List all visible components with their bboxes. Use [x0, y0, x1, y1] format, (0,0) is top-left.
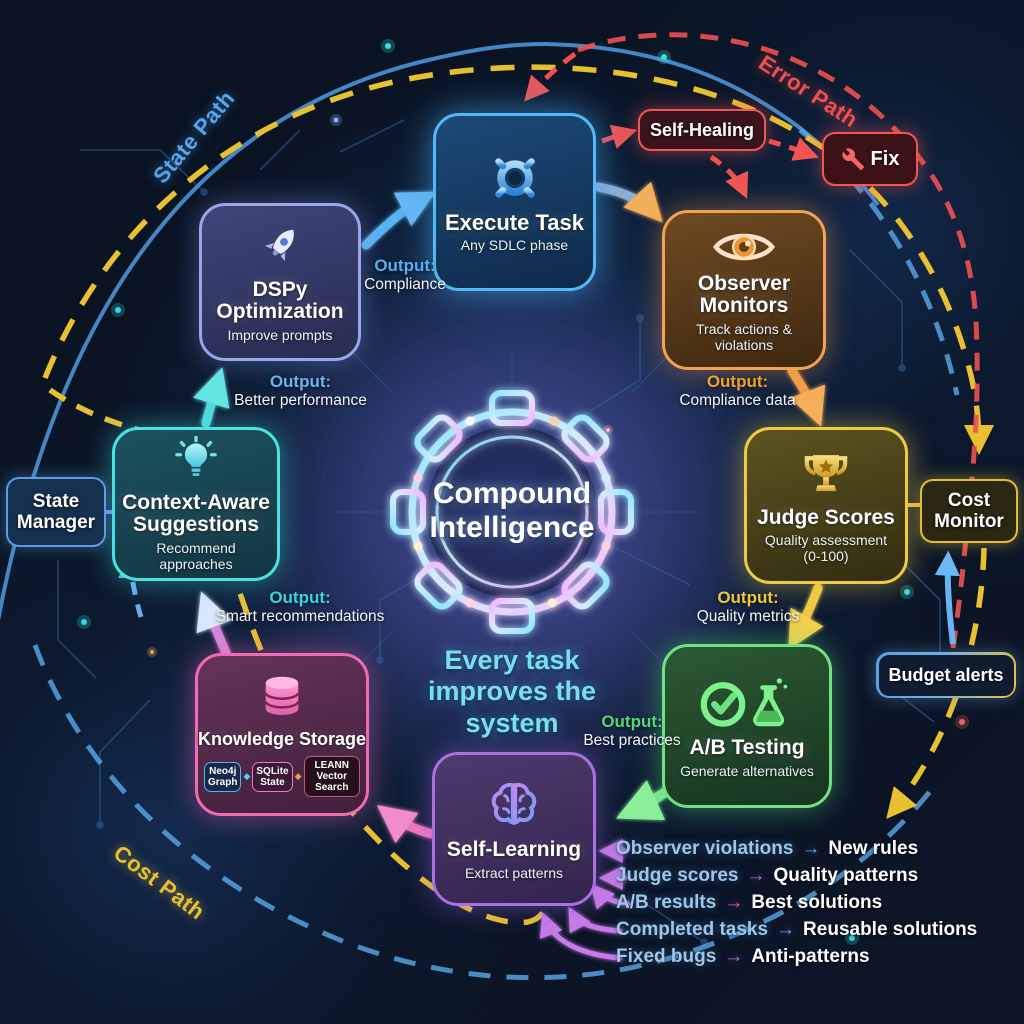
output-better-performance: Output: Better performance — [234, 372, 367, 410]
node-context-aware-suggestions: Context-Aware Suggestions Recommend appr… — [112, 427, 280, 581]
arrow-context-to-dspy — [193, 367, 230, 428]
node-title: A/B Testing — [689, 736, 805, 760]
output-compliance-data: Output: Compliance data — [679, 372, 796, 410]
list-item: A/B results→Best solutions — [616, 892, 883, 913]
node-execute-task: Execute Task Any SDLC phase — [433, 113, 596, 291]
lightbulb-icon — [171, 435, 221, 486]
arrow-execute-to-observer — [593, 181, 663, 223]
cost-monitor-badge: Cost Monitor — [920, 479, 1018, 543]
right-arrow-icon: → — [724, 892, 744, 913]
node-subtitle: Improve prompts — [227, 327, 333, 344]
list-item: Observer violations→New rules — [616, 838, 919, 859]
node-subtitle: Generate alternatives — [680, 762, 814, 779]
node-observer-monitors: Observer Monitors Track actions & violat… — [662, 210, 826, 370]
center-title: Compound Intelligence — [429, 477, 595, 544]
arrow-observer-to-judge — [787, 366, 826, 427]
error-path-arc — [577, 32, 980, 649]
node-dspy-optimization: DSPy Optimization Improve prompts — [199, 203, 361, 361]
storage-chips: Neo4j Graph ◆ SQLite State ◆ LEANN Vecto… — [204, 756, 360, 798]
eye-icon — [713, 227, 775, 267]
right-arrow-icon: → — [746, 865, 766, 886]
list-item: Judge scores→Quality patterns — [616, 865, 919, 886]
node-subtitle-range: (0-100) — [803, 548, 849, 565]
state-manager-badge: State Manager — [6, 477, 106, 547]
output-smart-recommendations: Output: Smart recommendations — [215, 588, 385, 626]
node-title: Execute Task — [444, 209, 584, 235]
rocket-icon — [254, 221, 306, 273]
check-flask-icon — [699, 673, 795, 731]
circuit-traces — [57, 119, 941, 946]
gear-lights — [413, 416, 611, 608]
center-tagline: Every task improves the system — [427, 645, 597, 738]
node-title: Observer Monitors — [697, 271, 791, 318]
right-arrow-icon: → — [724, 946, 744, 967]
arrow-knowledge-to-context — [196, 591, 232, 658]
node-title: Judge Scores — [757, 505, 895, 529]
wrench-icon — [841, 147, 865, 171]
node-title: Knowledge Storage — [197, 728, 367, 749]
gear-icon — [390, 390, 634, 634]
node-judge-scores: Judge Scores Quality assessment (0-100) — [744, 427, 908, 584]
orbit-arcs — [0, 32, 995, 981]
state-path-arc — [0, 41, 880, 622]
output-quality-metrics: Output: Quality metrics — [696, 588, 800, 626]
brain-icon — [486, 777, 542, 833]
node-self-learning: Self-Learning Extract patterns — [432, 752, 596, 906]
node-title: Self-Learning — [446, 838, 582, 862]
node-subtitle: Any SDLC phase — [460, 237, 569, 254]
right-arrow-icon: → — [776, 919, 796, 940]
chip-leann: LEANN Vector Search — [303, 756, 360, 798]
chip-connector-icon: ◆ — [294, 771, 302, 782]
arrow-judge-to-ab — [788, 583, 824, 650]
cost-path-arc — [42, 64, 995, 456]
node-subtitle: Recommend approaches — [156, 540, 236, 573]
chip-connector-icon: ◆ — [243, 771, 251, 782]
self-healing-badge: Self-Healing — [638, 109, 766, 151]
fix-label: Fix — [870, 147, 900, 170]
database-icon — [255, 672, 309, 724]
arrow-dspy-to-execute — [361, 191, 437, 250]
node-subtitle: Extract patterns — [464, 864, 564, 881]
budget-alerts-badge: Budget alerts — [876, 652, 1016, 698]
arrow-selflearning-to-knowledge — [377, 805, 437, 844]
node-title: DSPy Optimization — [216, 277, 344, 324]
list-item: Completed tasks→Reusable solutions — [616, 919, 978, 940]
learning-inputs-list: Observer violations→New rules Judge scor… — [616, 838, 977, 968]
circuit-rings — [319, 319, 705, 705]
node-subtitle: Track actions & violations — [696, 321, 792, 354]
node-ab-testing: A/B Testing Generate alternatives — [662, 644, 832, 808]
node-subtitle: Quality assessment — [764, 532, 888, 549]
gear-task-icon — [488, 151, 542, 205]
output-best-practices: Output: Best practices — [583, 712, 681, 750]
fix-badge: Fix — [822, 132, 918, 186]
budget-alerts-label: Budget alerts — [878, 654, 1014, 696]
output-compliance: Output: Compliance — [364, 256, 446, 294]
node-title: Context-Aware Suggestions — [122, 490, 270, 537]
chip-sqlite: SQLite State — [252, 761, 293, 792]
list-item: Fixed bugs→Anti-patterns — [616, 946, 870, 967]
chip-neo4j: Neo4j Graph — [204, 761, 242, 792]
state-path-return-arc — [32, 644, 937, 981]
right-arrow-icon: → — [801, 838, 821, 859]
node-knowledge-storage: Knowledge Storage Neo4j Graph ◆ SQLite S… — [195, 653, 369, 816]
trophy-icon — [799, 447, 853, 501]
